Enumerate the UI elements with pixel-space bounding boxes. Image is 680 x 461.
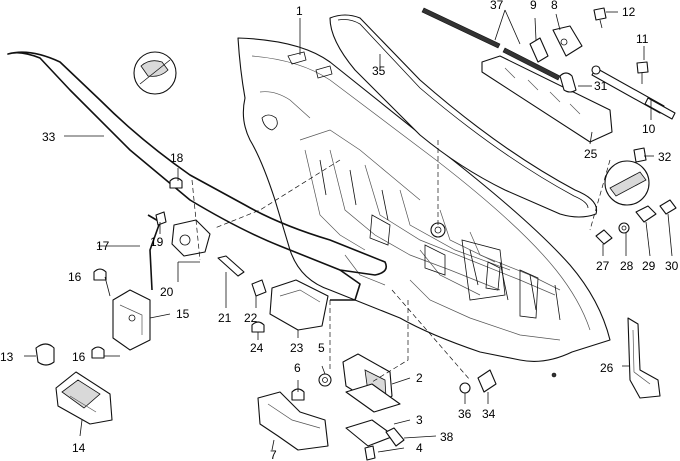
callout-12: 12 [622, 5, 636, 19]
callout-16-upper: 16 [68, 270, 82, 284]
callout-27: 27 [596, 259, 610, 273]
callout-10: 10 [642, 122, 656, 136]
callout-17: 17 [96, 239, 110, 253]
callout-28: 28 [620, 259, 634, 273]
callout-11: 11 [636, 32, 649, 46]
projection-lines [191, 140, 611, 383]
callout-15: 15 [176, 307, 190, 321]
rear-seal-frame [329, 14, 598, 218]
trim-cover [627, 317, 661, 399]
gas-strut [591, 7, 676, 120]
callout-38: 38 [440, 430, 454, 444]
callout-25: 25 [584, 147, 598, 161]
callout-32: 32 [658, 150, 672, 164]
callout-18: 18 [170, 151, 184, 165]
detail-bubble-seal [604, 160, 650, 206]
callout-7: 7 [270, 448, 277, 461]
callout-1: 1 [296, 4, 303, 18]
callout-29: 29 [642, 259, 656, 273]
callout-33: 33 [42, 130, 56, 144]
hinge-parts-lower [257, 353, 497, 461]
callout-22: 22 [244, 311, 258, 325]
trunk-lid [237, 37, 611, 378]
callout-34: 34 [482, 407, 496, 421]
callout-4: 4 [416, 441, 423, 455]
callout-16-lower: 16 [72, 350, 86, 364]
callout-19: 19 [150, 235, 164, 249]
callout-6: 6 [294, 361, 301, 375]
detail-bubble-cable-clip [133, 51, 177, 95]
callout-13: 13 [0, 350, 14, 364]
callout-23: 23 [290, 341, 304, 355]
leader-lines [24, 9, 673, 453]
callout-37: 37 [490, 0, 504, 12]
spoiler-strip [421, 7, 613, 143]
callout-8: 8 [551, 0, 558, 12]
callout-35: 35 [372, 64, 386, 78]
callout-14: 14 [72, 441, 86, 455]
fasteners-right [595, 147, 677, 245]
callout-30: 30 [665, 259, 679, 273]
callout-31: 31 [594, 79, 608, 93]
callout-24: 24 [250, 341, 264, 355]
callout-36: 36 [458, 407, 472, 421]
latch-lower-left [35, 343, 113, 425]
callout-5: 5 [318, 341, 325, 355]
callout-21: 21 [218, 311, 232, 325]
callout-26: 26 [600, 361, 614, 375]
callout-2: 2 [416, 371, 423, 385]
lock-assembly-left [91, 177, 329, 359]
callout-9: 9 [530, 0, 537, 12]
callout-3: 3 [416, 413, 423, 427]
callout-20: 20 [160, 285, 174, 299]
release-cable [7, 51, 388, 301]
